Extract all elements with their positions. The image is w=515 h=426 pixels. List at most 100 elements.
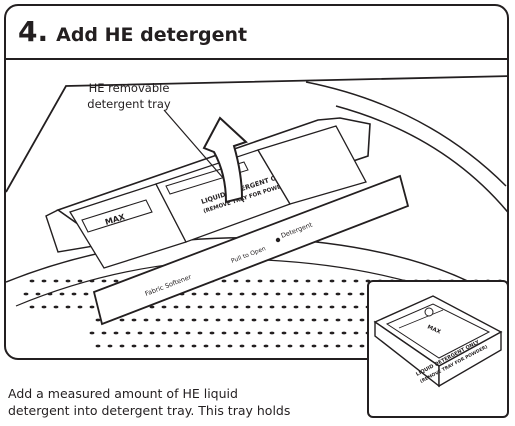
tub-hole (179, 344, 185, 348)
tub-hole (35, 292, 41, 296)
tub-hole (311, 344, 317, 348)
tub-hole (83, 292, 89, 296)
tub-hole (95, 318, 101, 322)
tub-hole (245, 279, 251, 283)
detergent-logo-icon (275, 237, 281, 243)
tub-hole (329, 331, 335, 335)
tub-hole (125, 331, 131, 335)
tub-hole (209, 305, 215, 309)
tub-hole (215, 292, 221, 296)
callout-line-2: detergent tray (87, 97, 171, 111)
tub-hole (269, 279, 275, 283)
tub-hole (239, 292, 245, 296)
illustration-frame: 4. Add HE detergent MAX LIQUID DETERGENT… (4, 4, 509, 360)
tub-hole (275, 344, 281, 348)
tub-hole (227, 344, 233, 348)
tub-hole (239, 344, 245, 348)
tub-hole (311, 318, 317, 322)
tub-hole (281, 331, 287, 335)
tub-hole (233, 305, 239, 309)
tub-hole (197, 331, 203, 335)
tub-hole (251, 292, 257, 296)
tub-hole (287, 344, 293, 348)
tub-hole (239, 318, 245, 322)
tub-hole (257, 279, 263, 283)
instruction-caption: Add a measured amount of HE liquid deter… (8, 385, 358, 419)
inset-max-label: MAX (426, 324, 442, 335)
tub-hole (149, 331, 155, 335)
tub-hole (347, 292, 353, 296)
tub-hole (311, 292, 317, 296)
tub-hole (47, 292, 53, 296)
inset-max-line (398, 309, 444, 329)
tub-hole (251, 344, 257, 348)
tub-hole (149, 305, 155, 309)
tray-callout: HE removable detergent tray (74, 80, 184, 112)
tub-hole (359, 292, 365, 296)
tub-hole (245, 305, 251, 309)
tub-hole (77, 305, 83, 309)
tub-hole (257, 331, 263, 335)
tub-hole (179, 318, 185, 322)
tub-hole (263, 292, 269, 296)
tub-hole (119, 344, 125, 348)
tub-hole (41, 305, 47, 309)
tub-hole (89, 305, 95, 309)
tub-hole (257, 305, 263, 309)
tub-hole (317, 305, 323, 309)
tub-hole (317, 331, 323, 335)
tub-hole (59, 292, 65, 296)
tub-hole (71, 292, 77, 296)
callout-line-1: HE removable (88, 81, 170, 95)
tub-hole (203, 292, 209, 296)
tub-hole (335, 344, 341, 348)
tub-hole (101, 279, 107, 283)
title-divider (6, 58, 507, 60)
tub-hole (353, 331, 359, 335)
tub-hole (227, 318, 233, 322)
washer-lid-curve-inner (335, 105, 507, 213)
removed-tray-drawing: MAX LIQUID DETERGENT ONLY (REMOVE TRAY F… (373, 295, 503, 388)
tub-hole (107, 344, 113, 348)
tub-hole (203, 344, 209, 348)
tub-hole (89, 331, 95, 335)
tub-hole (167, 344, 173, 348)
tub-hole (263, 318, 269, 322)
tub-perforations (23, 279, 503, 348)
washer-top-edge (6, 75, 507, 193)
tub-hole (143, 344, 149, 348)
caption-line-2: detergent into detergent tray. This tray… (8, 403, 291, 418)
tub-hole (215, 318, 221, 322)
tub-hole (323, 318, 329, 322)
tub-hole (317, 279, 323, 283)
tub-hole (173, 331, 179, 335)
tub-hole (293, 305, 299, 309)
tub-hole (119, 318, 125, 322)
tub-hole (101, 331, 107, 335)
tub-hole (287, 318, 293, 322)
tub-hole (95, 344, 101, 348)
tub-hole (341, 279, 347, 283)
tub-hole (221, 279, 227, 283)
tub-hole (113, 279, 119, 283)
tub-hole (53, 279, 59, 283)
compartment-bleach (257, 125, 367, 205)
tub-hole (203, 318, 209, 322)
tub-hole (131, 318, 137, 322)
inset-tray-inner (385, 303, 491, 359)
tub-hole (77, 279, 83, 283)
tub-hole (263, 344, 269, 348)
tub-hole (221, 305, 227, 309)
tub-hole (197, 305, 203, 309)
tub-hole (41, 279, 47, 283)
tub-hole (323, 292, 329, 296)
tub-hole (29, 279, 35, 283)
tub-hole (359, 344, 365, 348)
tub-hole (209, 331, 215, 335)
tub-hole (251, 318, 257, 322)
tub-hole (23, 292, 29, 296)
tub-hole (191, 344, 197, 348)
tub-hole (131, 344, 137, 348)
tub-hole (329, 305, 335, 309)
tub-hole (155, 318, 161, 322)
